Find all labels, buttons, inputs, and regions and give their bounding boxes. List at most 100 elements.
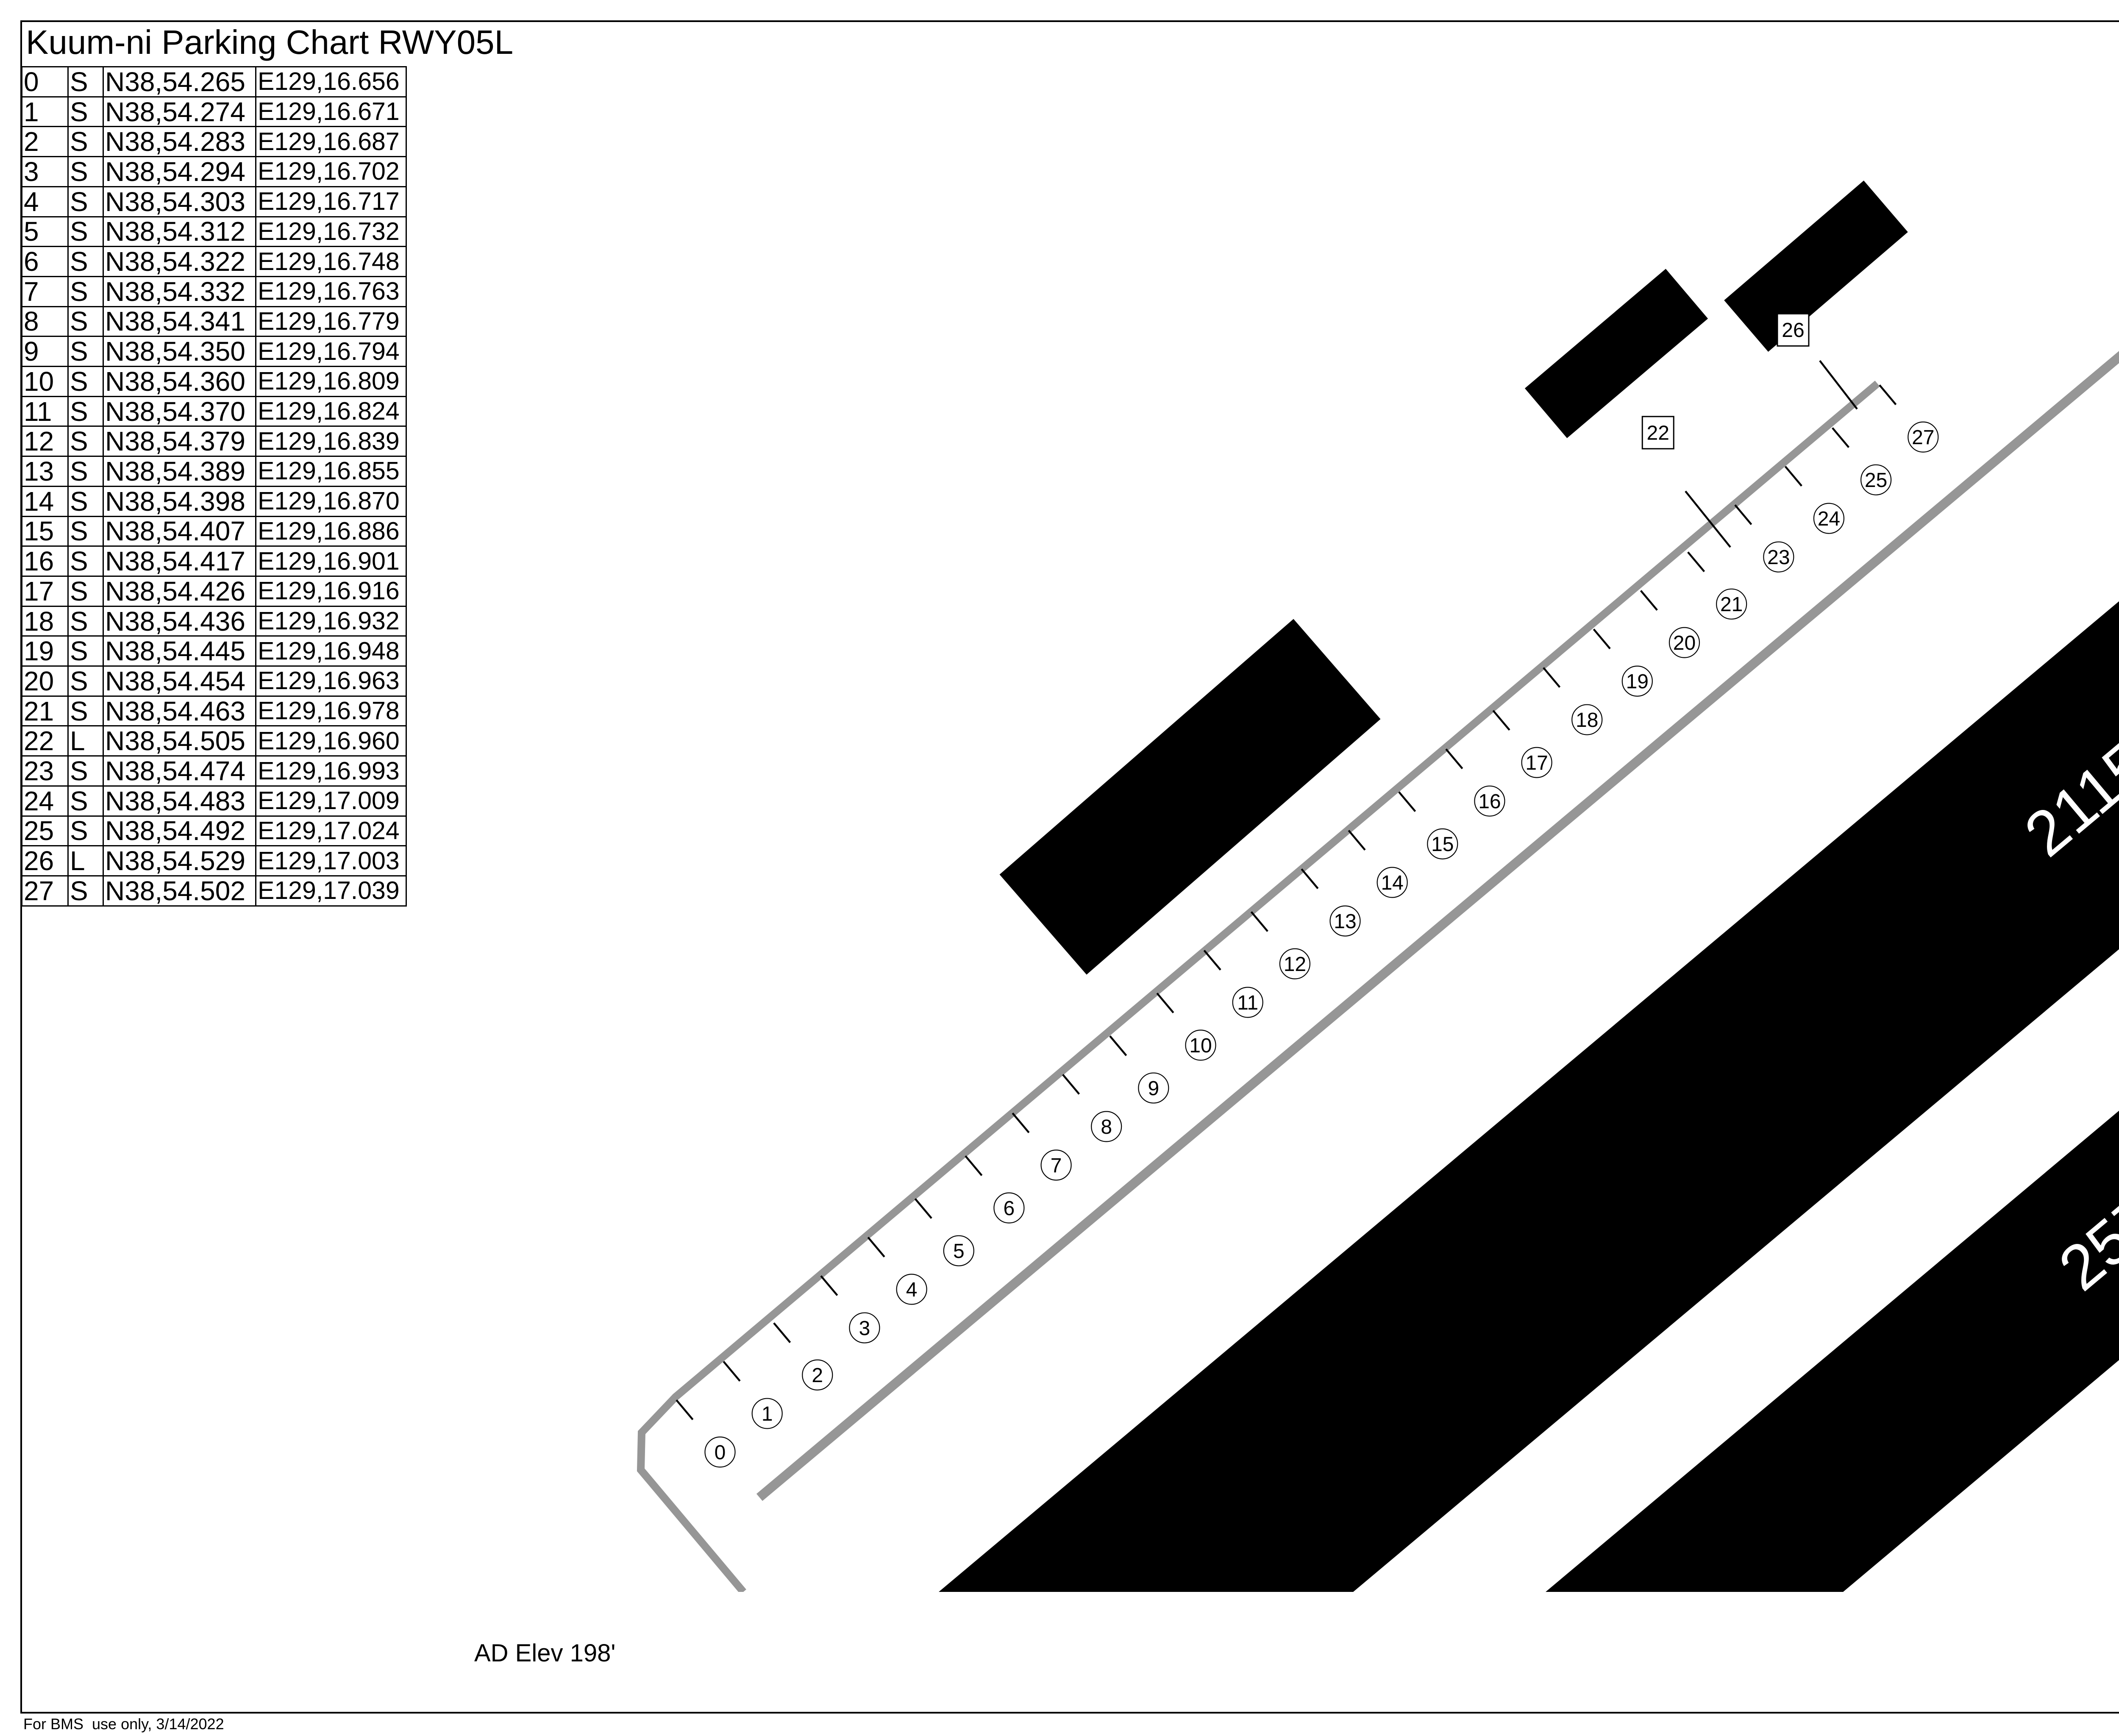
stand-tick-spot-14 (1348, 830, 1366, 851)
parking-spot-label-18: 18 (1576, 709, 1598, 732)
parking-spot-label-27: 27 (1912, 426, 1934, 449)
spot-size-cell: S (67, 426, 104, 457)
spot-longitude-cell: E129,16.702 (255, 156, 407, 187)
parking-spot-circle-6 (993, 1192, 1025, 1224)
spot-latitude-cell: N38,54.529 (103, 845, 256, 876)
parking-spot-circle-7 (1040, 1149, 1072, 1181)
parking-spot-label-11: 11 (1237, 992, 1258, 1014)
stand-tick-spot-18 (1543, 667, 1561, 688)
spot-size-cell: S (67, 66, 104, 97)
parking-spot-label-26: 26 (1782, 319, 1804, 342)
spot-size-cell: L (67, 845, 104, 876)
parking-spot-label-6: 6 (1004, 1197, 1015, 1220)
spot-size-cell: S (67, 635, 104, 667)
parking-spot-circle-2 (802, 1359, 833, 1391)
spot-id-cell: 6 (21, 246, 69, 277)
spot-longitude-cell: E129,16.779 (255, 306, 407, 337)
parking-spot-circle-3 (849, 1312, 880, 1344)
stand-tick-spot-5 (914, 1198, 932, 1219)
spot-size-cell: S (67, 336, 104, 367)
parking-spot-label-1: 1 (762, 1403, 773, 1425)
spot-id-cell: 5 (21, 216, 69, 248)
stand-tick-spot-3 (820, 1275, 838, 1296)
stand-tick-spot-23 (1734, 504, 1752, 525)
parking-spot-label-23: 23 (1767, 546, 1790, 569)
parking-spot-label-20: 20 (1673, 632, 1696, 654)
spot-id-cell: 7 (21, 275, 69, 307)
spot-longitude-cell: E129,16.794 (255, 336, 407, 367)
parking-spot-label-7: 7 (1051, 1155, 1062, 1177)
parking-spot-circle-11 (1232, 987, 1263, 1018)
spot-latitude-cell: N38,54.407 (103, 515, 256, 547)
spot-longitude-cell: E129,16.717 (255, 186, 407, 217)
spot-size-cell: S (67, 126, 104, 158)
parking-spot-label-4: 4 (906, 1279, 918, 1301)
parking-spot-box-22 (1641, 416, 1674, 450)
spot-longitude-cell: E129,16.960 (255, 725, 407, 757)
spot-latitude-cell: N38,54.303 (103, 186, 256, 217)
parking-spot-label-15: 15 (1431, 833, 1454, 856)
spot-latitude-cell: N38,54.341 (103, 306, 256, 337)
page-border (20, 20, 2119, 1714)
spot-id-cell: 16 (21, 545, 69, 577)
spot-size-cell: S (67, 456, 104, 487)
parking-spot-circle-10 (1185, 1029, 1216, 1061)
spot-id-cell: 3 (21, 156, 69, 187)
spot-size-cell: S (67, 216, 104, 248)
spot-longitude-cell: E129,17.009 (255, 785, 407, 817)
spot-id-cell: 22 (21, 725, 69, 757)
spot-size-cell: S (67, 875, 104, 907)
spot-longitude-cell: E129,16.687 (255, 126, 407, 158)
spot-id-cell: 1 (21, 96, 69, 128)
spot-size-cell: S (67, 186, 104, 217)
spot-latitude-cell: N38,54.502 (103, 875, 256, 907)
spot-id-cell: 27 (21, 875, 69, 907)
spot-id-cell: 21 (21, 695, 69, 727)
spot-longitude-cell: E129,16.978 (255, 695, 407, 727)
parking-spot-circle-17 (1521, 747, 1552, 778)
spot-latitude-cell: N38,54.492 (103, 815, 256, 847)
spot-longitude-cell: E129,16.656 (255, 66, 407, 97)
spot-id-cell: 10 (21, 366, 69, 397)
spot-id-cell: 12 (21, 426, 69, 457)
spot-size-cell: S (67, 515, 104, 547)
spot-latitude-cell: N38,54.370 (103, 395, 256, 427)
spot-id-cell: 4 (21, 186, 69, 217)
spot-latitude-cell: N38,54.436 (103, 605, 256, 637)
spot-id-cell: 0 (21, 66, 69, 97)
parking-spot-label-22: 22 (1647, 422, 1669, 445)
spot-latitude-cell: N38,54.350 (103, 336, 256, 367)
parking-spot-circle-0 (704, 1436, 736, 1468)
spot-size-cell: L (67, 725, 104, 757)
spot-id-cell: 19 (21, 635, 69, 667)
footer-note: For BMS use only, 3/14/2022 (23, 1715, 224, 1733)
spot-size-cell: S (67, 605, 104, 637)
spot-size-cell: S (67, 96, 104, 128)
parking-spot-circle-14 (1377, 867, 1408, 898)
spot-size-cell: S (67, 815, 104, 847)
stand-tick-spot-4 (867, 1236, 885, 1257)
spot-latitude-cell: N38,54.505 (103, 725, 256, 757)
spot-longitude-cell: E129,16.839 (255, 426, 407, 457)
spot-latitude-cell: N38,54.474 (103, 755, 256, 787)
stand-tick-spot-10 (1156, 993, 1174, 1013)
spot-latitude-cell: N38,54.463 (103, 695, 256, 727)
spot-latitude-cell: N38,54.454 (103, 665, 256, 697)
spot-latitude-cell: N38,54.379 (103, 426, 256, 457)
parking-spot-circle-23 (1763, 541, 1794, 573)
parking-spot-circle-5 (943, 1235, 974, 1266)
stand-tick-spot-19 (1593, 629, 1611, 649)
stand-tick-spot-1 (723, 1361, 741, 1382)
spot-latitude-cell: N38,54.294 (103, 156, 256, 187)
spot-latitude-cell: N38,54.312 (103, 216, 256, 248)
